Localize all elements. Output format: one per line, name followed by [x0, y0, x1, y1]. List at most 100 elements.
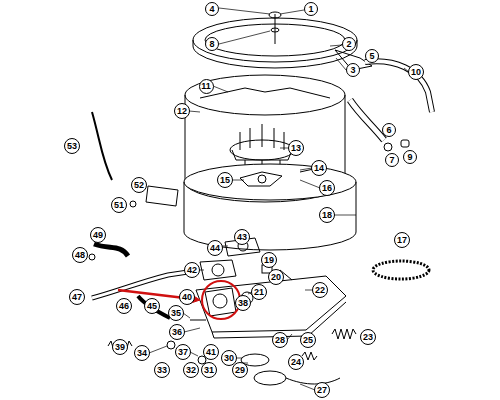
callout-circle: 48	[72, 247, 88, 263]
callout-number: 23	[363, 333, 373, 342]
callout-circle: 12	[174, 103, 190, 119]
callout-number: 5	[369, 52, 374, 61]
callout-number: 34	[137, 349, 147, 358]
cap	[269, 12, 281, 18]
tub-top	[184, 164, 356, 200]
callout-number: 18	[322, 211, 332, 220]
callout-number: 22	[315, 286, 325, 295]
callout-circle: 4	[205, 2, 219, 16]
callout-circle: 28	[272, 332, 288, 348]
callout-circle: 18	[319, 207, 335, 223]
callout-number: 13	[291, 144, 301, 153]
callout-circle: 5	[365, 49, 379, 63]
callout-circle: 33	[154, 362, 170, 378]
callout-circle: 27	[314, 382, 330, 398]
callout-number: 48	[75, 251, 85, 260]
motor-shaft	[213, 294, 227, 308]
callout-circle: 42	[184, 262, 200, 278]
callout-number: 19	[264, 256, 274, 265]
callout-number: 32	[186, 366, 196, 375]
callout-number: 10	[411, 68, 421, 77]
callout-number: 41	[206, 348, 216, 357]
callout-circle: 7	[385, 153, 399, 167]
callout-number: 38	[238, 299, 248, 308]
hub	[240, 172, 282, 186]
callout-number: 27	[317, 386, 327, 395]
callout-circle: 1	[304, 2, 318, 16]
agitator-fins	[232, 124, 292, 167]
hub-nut	[258, 175, 266, 183]
pulley	[254, 371, 286, 385]
callout-circle: 25	[300, 332, 316, 348]
pump-body	[200, 260, 236, 280]
callout-circle: 52	[131, 177, 147, 193]
callout-circle: 34	[134, 345, 150, 361]
callout-number: 39	[115, 343, 125, 352]
callout-number: 28	[275, 336, 285, 345]
callout-circle: 35	[168, 305, 184, 321]
callout-number: 43	[237, 233, 247, 242]
callout-circle: 24	[288, 354, 304, 370]
callout-number: 20	[271, 273, 281, 282]
callout-circle: 31	[201, 362, 217, 378]
base-plate	[196, 276, 346, 332]
callout-circle: 6	[382, 123, 396, 137]
callout-circle: 39	[112, 339, 128, 355]
cap	[401, 140, 409, 147]
spring	[332, 329, 356, 339]
bolt	[190, 320, 206, 321]
callout-number: 47	[72, 293, 82, 302]
callout-circle: 46	[116, 298, 132, 314]
basket-rim	[200, 88, 330, 98]
callout-circle: 32	[183, 362, 199, 378]
callout-circle: 19	[261, 252, 277, 268]
callout-number: 21	[254, 288, 264, 297]
callout-circle: 17	[394, 232, 410, 248]
clamp	[384, 143, 392, 151]
bolt	[130, 201, 136, 207]
callout-circle: 38	[235, 295, 251, 311]
callout-number: 8	[209, 40, 214, 49]
callout-circle: 14	[311, 160, 327, 176]
callout-number: 51	[114, 201, 124, 210]
callout-number: 6	[386, 126, 391, 135]
callout-number: 45	[147, 302, 157, 311]
fill-hose	[365, 61, 432, 112]
callout-circle: 3	[346, 63, 360, 77]
callout-circle: 15	[217, 172, 233, 188]
callout-circle: 45	[144, 298, 160, 314]
callout-circle: 23	[360, 329, 376, 345]
callout-number: 31	[204, 366, 214, 375]
callout-number: 52	[134, 181, 144, 190]
hose	[350, 100, 384, 140]
callout-number: 49	[93, 231, 103, 240]
callout-circle: 37	[175, 344, 191, 360]
spring	[302, 352, 317, 360]
basket-top	[185, 75, 345, 115]
callout-number: 29	[235, 366, 245, 375]
washer	[271, 28, 279, 32]
callout-number: 1	[308, 5, 313, 14]
tub-side	[184, 182, 356, 250]
hose	[138, 296, 170, 318]
callout-number: 24	[291, 358, 301, 367]
callout-number: 16	[322, 184, 332, 193]
callout-circle: 53	[64, 138, 80, 154]
callout-circle: 8	[205, 37, 219, 51]
callout-circle: 9	[403, 150, 417, 164]
callout-number: 15	[220, 176, 230, 185]
callout-circle: 47	[69, 289, 85, 305]
callout-circle: 29	[232, 362, 248, 378]
callout-number: 35	[171, 309, 181, 318]
callout-number: 40	[182, 293, 192, 302]
callout-circle: 16	[319, 180, 335, 196]
callout-circle: 41	[203, 344, 219, 360]
callout-number: 33	[157, 366, 167, 375]
callout-number: 44	[210, 244, 220, 253]
callout-circle: 51	[111, 197, 127, 213]
callout-circle: 36	[169, 324, 185, 340]
callout-circle: 21	[251, 284, 267, 300]
bracket	[146, 186, 178, 206]
callout-number: 25	[303, 336, 313, 345]
